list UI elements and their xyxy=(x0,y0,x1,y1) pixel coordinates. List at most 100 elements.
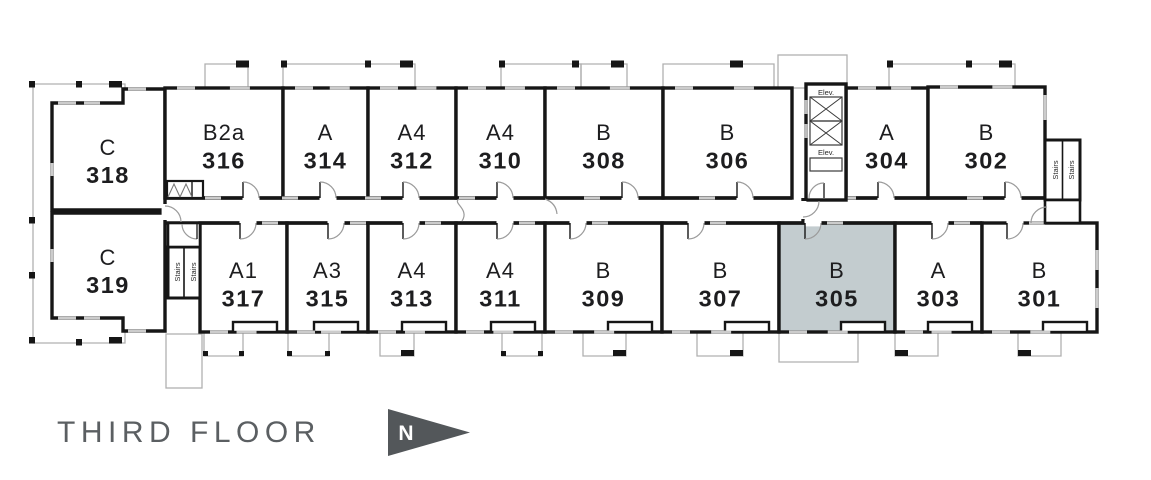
entry-alcove xyxy=(606,320,654,334)
patio-post xyxy=(501,351,506,356)
door-gap xyxy=(877,194,895,202)
elevator-label: Elev. xyxy=(818,148,834,157)
balcony-rail xyxy=(204,63,249,88)
unit-outline xyxy=(366,221,458,334)
elevator-cab xyxy=(809,120,843,146)
unit-310[interactable] xyxy=(454,86,547,200)
door-gap xyxy=(799,201,807,219)
elevator-x xyxy=(809,96,843,122)
unit-type-label: B xyxy=(1032,258,1048,283)
unit-type-label: B2a xyxy=(203,120,245,145)
door-swing-arc xyxy=(402,181,420,199)
balcony-post xyxy=(29,337,35,344)
unit-number-label: 309 xyxy=(582,286,626,312)
entry-alcove xyxy=(1041,320,1089,334)
unit-number-label: 308 xyxy=(582,148,626,174)
door-gap xyxy=(569,219,587,227)
door-swing-arc xyxy=(1030,206,1048,224)
door-swing-arc xyxy=(569,222,587,240)
unit-number-label: 315 xyxy=(306,286,350,312)
stair-exit-outline xyxy=(165,333,203,389)
door-swing-arc xyxy=(164,205,182,223)
unit-outline xyxy=(660,221,781,334)
patio-post xyxy=(1018,350,1031,356)
elevator-pit xyxy=(809,157,843,172)
unit-number-label: 310 xyxy=(479,148,523,174)
unit-number-label: 313 xyxy=(390,286,434,312)
unit-outline xyxy=(281,86,370,200)
balcony-rail xyxy=(580,63,628,88)
balcony-post xyxy=(966,60,972,68)
patio-rail xyxy=(1017,332,1062,357)
unit-number-label: 317 xyxy=(222,286,266,312)
stairs-label: Stairs xyxy=(189,262,198,281)
stair-vestibule xyxy=(166,221,202,249)
patio-post xyxy=(239,351,244,356)
stair-landing xyxy=(1043,198,1082,225)
balcony-post xyxy=(236,60,249,68)
unit-outline xyxy=(454,86,547,200)
unit-type-label: A4 xyxy=(486,258,515,283)
balcony-rail xyxy=(500,63,582,88)
patio-post xyxy=(203,351,208,356)
balcony-post xyxy=(29,272,35,279)
details-layer xyxy=(50,82,1099,334)
floor-title: THIRD FLOOR xyxy=(57,416,321,449)
patio-rail xyxy=(287,332,330,357)
door-swing-arc xyxy=(239,222,257,240)
unit-312[interactable] xyxy=(366,86,458,200)
balcony-post xyxy=(29,81,35,88)
unit-number-label: 307 xyxy=(699,286,743,312)
patio-rail xyxy=(582,332,627,357)
door-gap xyxy=(931,219,949,227)
north-arrow: N xyxy=(388,409,470,456)
balcony-post xyxy=(29,217,35,224)
entry-alcove xyxy=(723,320,771,334)
unit-type-label: C xyxy=(100,135,117,160)
door-swing-arc xyxy=(687,222,705,240)
door-gap xyxy=(242,194,260,202)
unit-306[interactable] xyxy=(661,86,794,200)
unit-314[interactable] xyxy=(281,86,370,200)
balcony-rail xyxy=(888,63,1016,88)
unit-301[interactable] xyxy=(980,221,1099,334)
corridor-door-arc xyxy=(544,198,558,215)
door-gap xyxy=(1006,219,1024,227)
balcony-post xyxy=(281,60,287,68)
unit-type-label: A4 xyxy=(486,120,515,145)
unit-307[interactable] xyxy=(660,221,781,334)
balcony-post xyxy=(76,81,82,88)
balcony-rail-west xyxy=(32,83,126,344)
stairs-label: Stairs xyxy=(1051,160,1060,179)
unit-outline xyxy=(926,85,1047,200)
unit-number-label: 304 xyxy=(865,148,909,174)
unit-311[interactable] xyxy=(454,221,547,334)
door-gap xyxy=(496,194,514,202)
unit-type-label: B xyxy=(596,258,612,283)
unit-type-label: B xyxy=(720,120,736,145)
patio-rail xyxy=(696,332,744,357)
door-gap xyxy=(804,219,822,227)
door-swing-arc xyxy=(496,222,514,240)
unit-number-label: 303 xyxy=(917,286,961,312)
unit-type-label: A3 xyxy=(313,258,342,283)
unit-number-label: 316 xyxy=(202,148,246,174)
unit-313[interactable] xyxy=(366,221,458,334)
balcony-post xyxy=(76,339,82,346)
elevator-core xyxy=(804,82,848,202)
balcony-post xyxy=(400,60,413,68)
unit-304[interactable] xyxy=(844,86,930,200)
door-swing-arc xyxy=(496,181,514,199)
door-gap xyxy=(687,219,705,227)
door-gap xyxy=(319,194,337,202)
patio-rail xyxy=(894,332,939,357)
door-swing-arc xyxy=(327,222,345,240)
unit-302[interactable] xyxy=(926,85,1047,200)
patio-rail xyxy=(203,332,244,357)
elevator-door-slit xyxy=(804,100,808,114)
door-swing-arc xyxy=(1004,181,1022,199)
unit-outline xyxy=(454,221,547,334)
